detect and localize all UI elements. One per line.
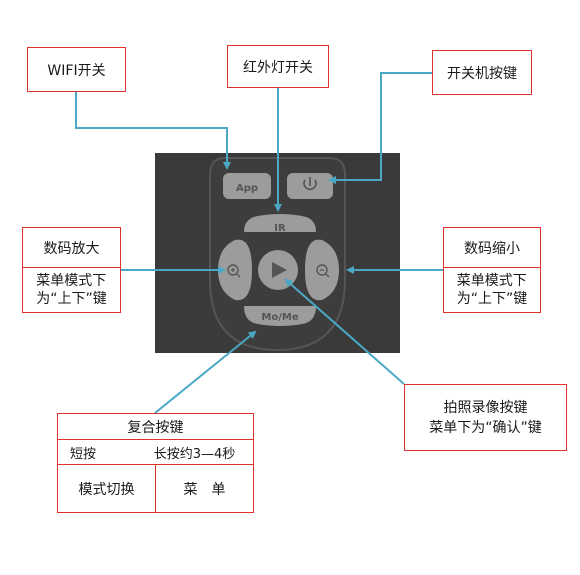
mode-menu-button[interactable]: Mo/Me	[244, 306, 316, 326]
arrow-capture	[284, 278, 405, 385]
zoom-in-button[interactable]	[218, 239, 252, 301]
callout-zoom-out: 数码缩小 菜单模式下 为“上下”键	[443, 227, 541, 313]
mode-menu-button-label: Mo/Me	[261, 312, 298, 323]
arrow-power	[328, 72, 432, 184]
zoom-out-icon	[316, 264, 330, 278]
app-button-label: App	[236, 183, 258, 194]
ir-button-label: IR	[274, 223, 286, 234]
callout-ir-switch: 红外灯开关	[227, 45, 329, 88]
combo-mode-switch: 模式切换	[78, 481, 135, 498]
zoom-in-icon	[227, 264, 241, 278]
callout-wifi-text: WIFI开关	[47, 62, 106, 79]
callout-capture: 拍照录像按键 菜单下为“确认”键	[404, 384, 567, 451]
zoom-out-button[interactable]	[305, 239, 339, 301]
combo-short-press: 短按	[70, 446, 97, 462]
combo-long-press: 长按约3—4秒	[153, 446, 236, 462]
callout-zoom-out-sub: 菜单模式下 为“上下”键	[456, 273, 528, 307]
arrow-combo	[154, 330, 257, 414]
callout-wifi: WIFI开关	[27, 47, 126, 92]
power-icon	[303, 177, 317, 191]
callout-zoom-in: 数码放大 菜单模式下 为“上下”键	[22, 227, 121, 313]
play-icon	[272, 262, 287, 278]
callout-arrows	[75, 72, 443, 414]
callout-capture-line1: 拍照录像按键	[443, 399, 528, 416]
callout-capture-line2: 菜单下为“确认”键	[429, 419, 542, 436]
callout-zoom-in-sub: 菜单模式下 为“上下”键	[36, 273, 107, 307]
app-button[interactable]: App	[223, 173, 271, 199]
combo-menu: 菜 单	[183, 481, 226, 498]
callout-zoom-out-title: 数码缩小	[464, 240, 520, 257]
ir-button[interactable]: IR	[244, 214, 316, 234]
arrow-wifi	[75, 92, 231, 170]
callout-combo: 复合按键 短按 长按约3—4秒 模式切换 菜 单	[57, 413, 254, 513]
callout-zoom-in-title: 数码放大	[43, 240, 100, 257]
callout-power: 开关机按键	[432, 50, 532, 95]
callout-power-text: 开关机按键	[447, 65, 517, 82]
callout-ir-switch-text: 红外灯开关	[243, 59, 313, 76]
power-button[interactable]	[287, 173, 333, 199]
combo-title: 复合按键	[127, 419, 184, 436]
